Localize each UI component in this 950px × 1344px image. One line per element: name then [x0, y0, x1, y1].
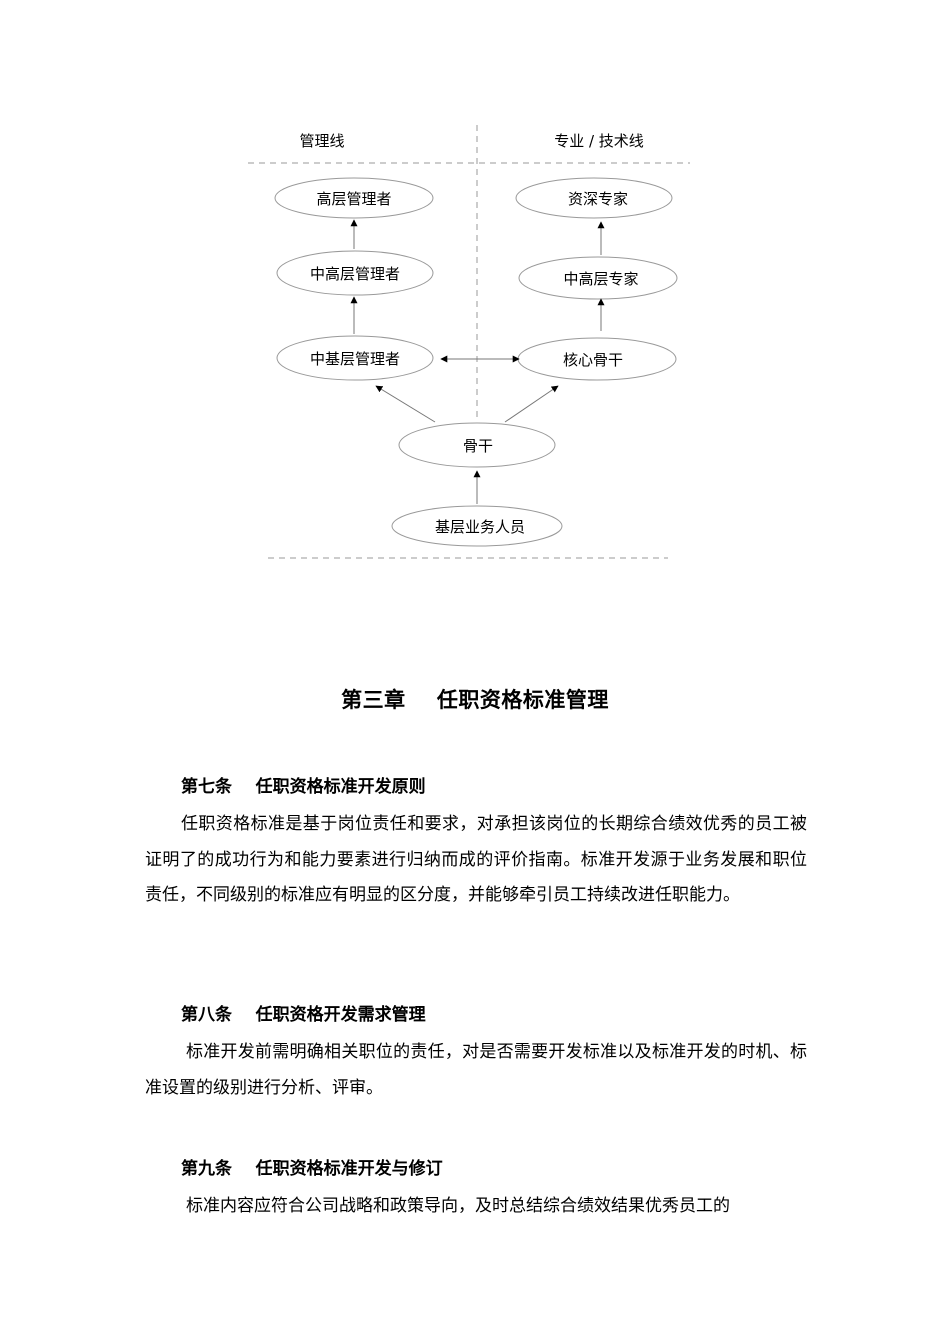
label-mid-base-manager: 中基层管理者 [310, 350, 400, 368]
label-senior-expert: 资深专家 [568, 190, 628, 208]
article-body: 标准内容应符合公司战略和政策导向，及时总结综合绩效结果优秀员工的 [186, 1196, 730, 1216]
chapter-title: 第三章 任职资格标准管理 [341, 687, 609, 712]
article-heading: 第七条 任职资格标准开发原则 [181, 777, 426, 797]
career-path-diagram: 管理线 专业 / 技术线 高层管理者 中高层管理者 中基层管理者 资深专家 中高… [248, 125, 690, 559]
label-base-staff: 基层业务人员 [435, 518, 525, 536]
node-senior-manager [274, 177, 434, 219]
arrow-backbone-to-mid-base-manager [375, 385, 436, 423]
node-backbone [398, 422, 556, 468]
article-heading: 第九条 任职资格标准开发与修订 [181, 1159, 443, 1179]
technical-line-header: 专业 / 技术线 [554, 132, 644, 150]
article-body: 标准开发前需明确相关职位的责任，对是否需要开发标准以及标准开发的时机、标准设置的… [145, 1042, 807, 1098]
arrow-backbone-to-core-backbone [504, 385, 559, 423]
label-senior-manager: 高层管理者 [316, 190, 391, 208]
node-senior-expert [515, 177, 673, 219]
label-upper-mid-manager: 中高层管理者 [310, 265, 400, 283]
management-line-header: 管理线 [299, 132, 344, 150]
article-heading: 第八条 任职资格开发需求管理 [181, 1005, 426, 1025]
node-mid-base-manager [276, 335, 434, 381]
label-upper-mid-expert: 中高层专家 [563, 270, 638, 288]
node-upper-mid-manager [276, 250, 434, 296]
node-base-staff [391, 505, 563, 547]
label-backbone: 骨干 [463, 437, 493, 455]
article-body: 任职资格标准是基于岗位责任和要求，对承担该岗位的长期综合绩效优秀的员工被证明了的… [145, 814, 807, 905]
label-core-backbone: 核心骨干 [563, 351, 623, 369]
